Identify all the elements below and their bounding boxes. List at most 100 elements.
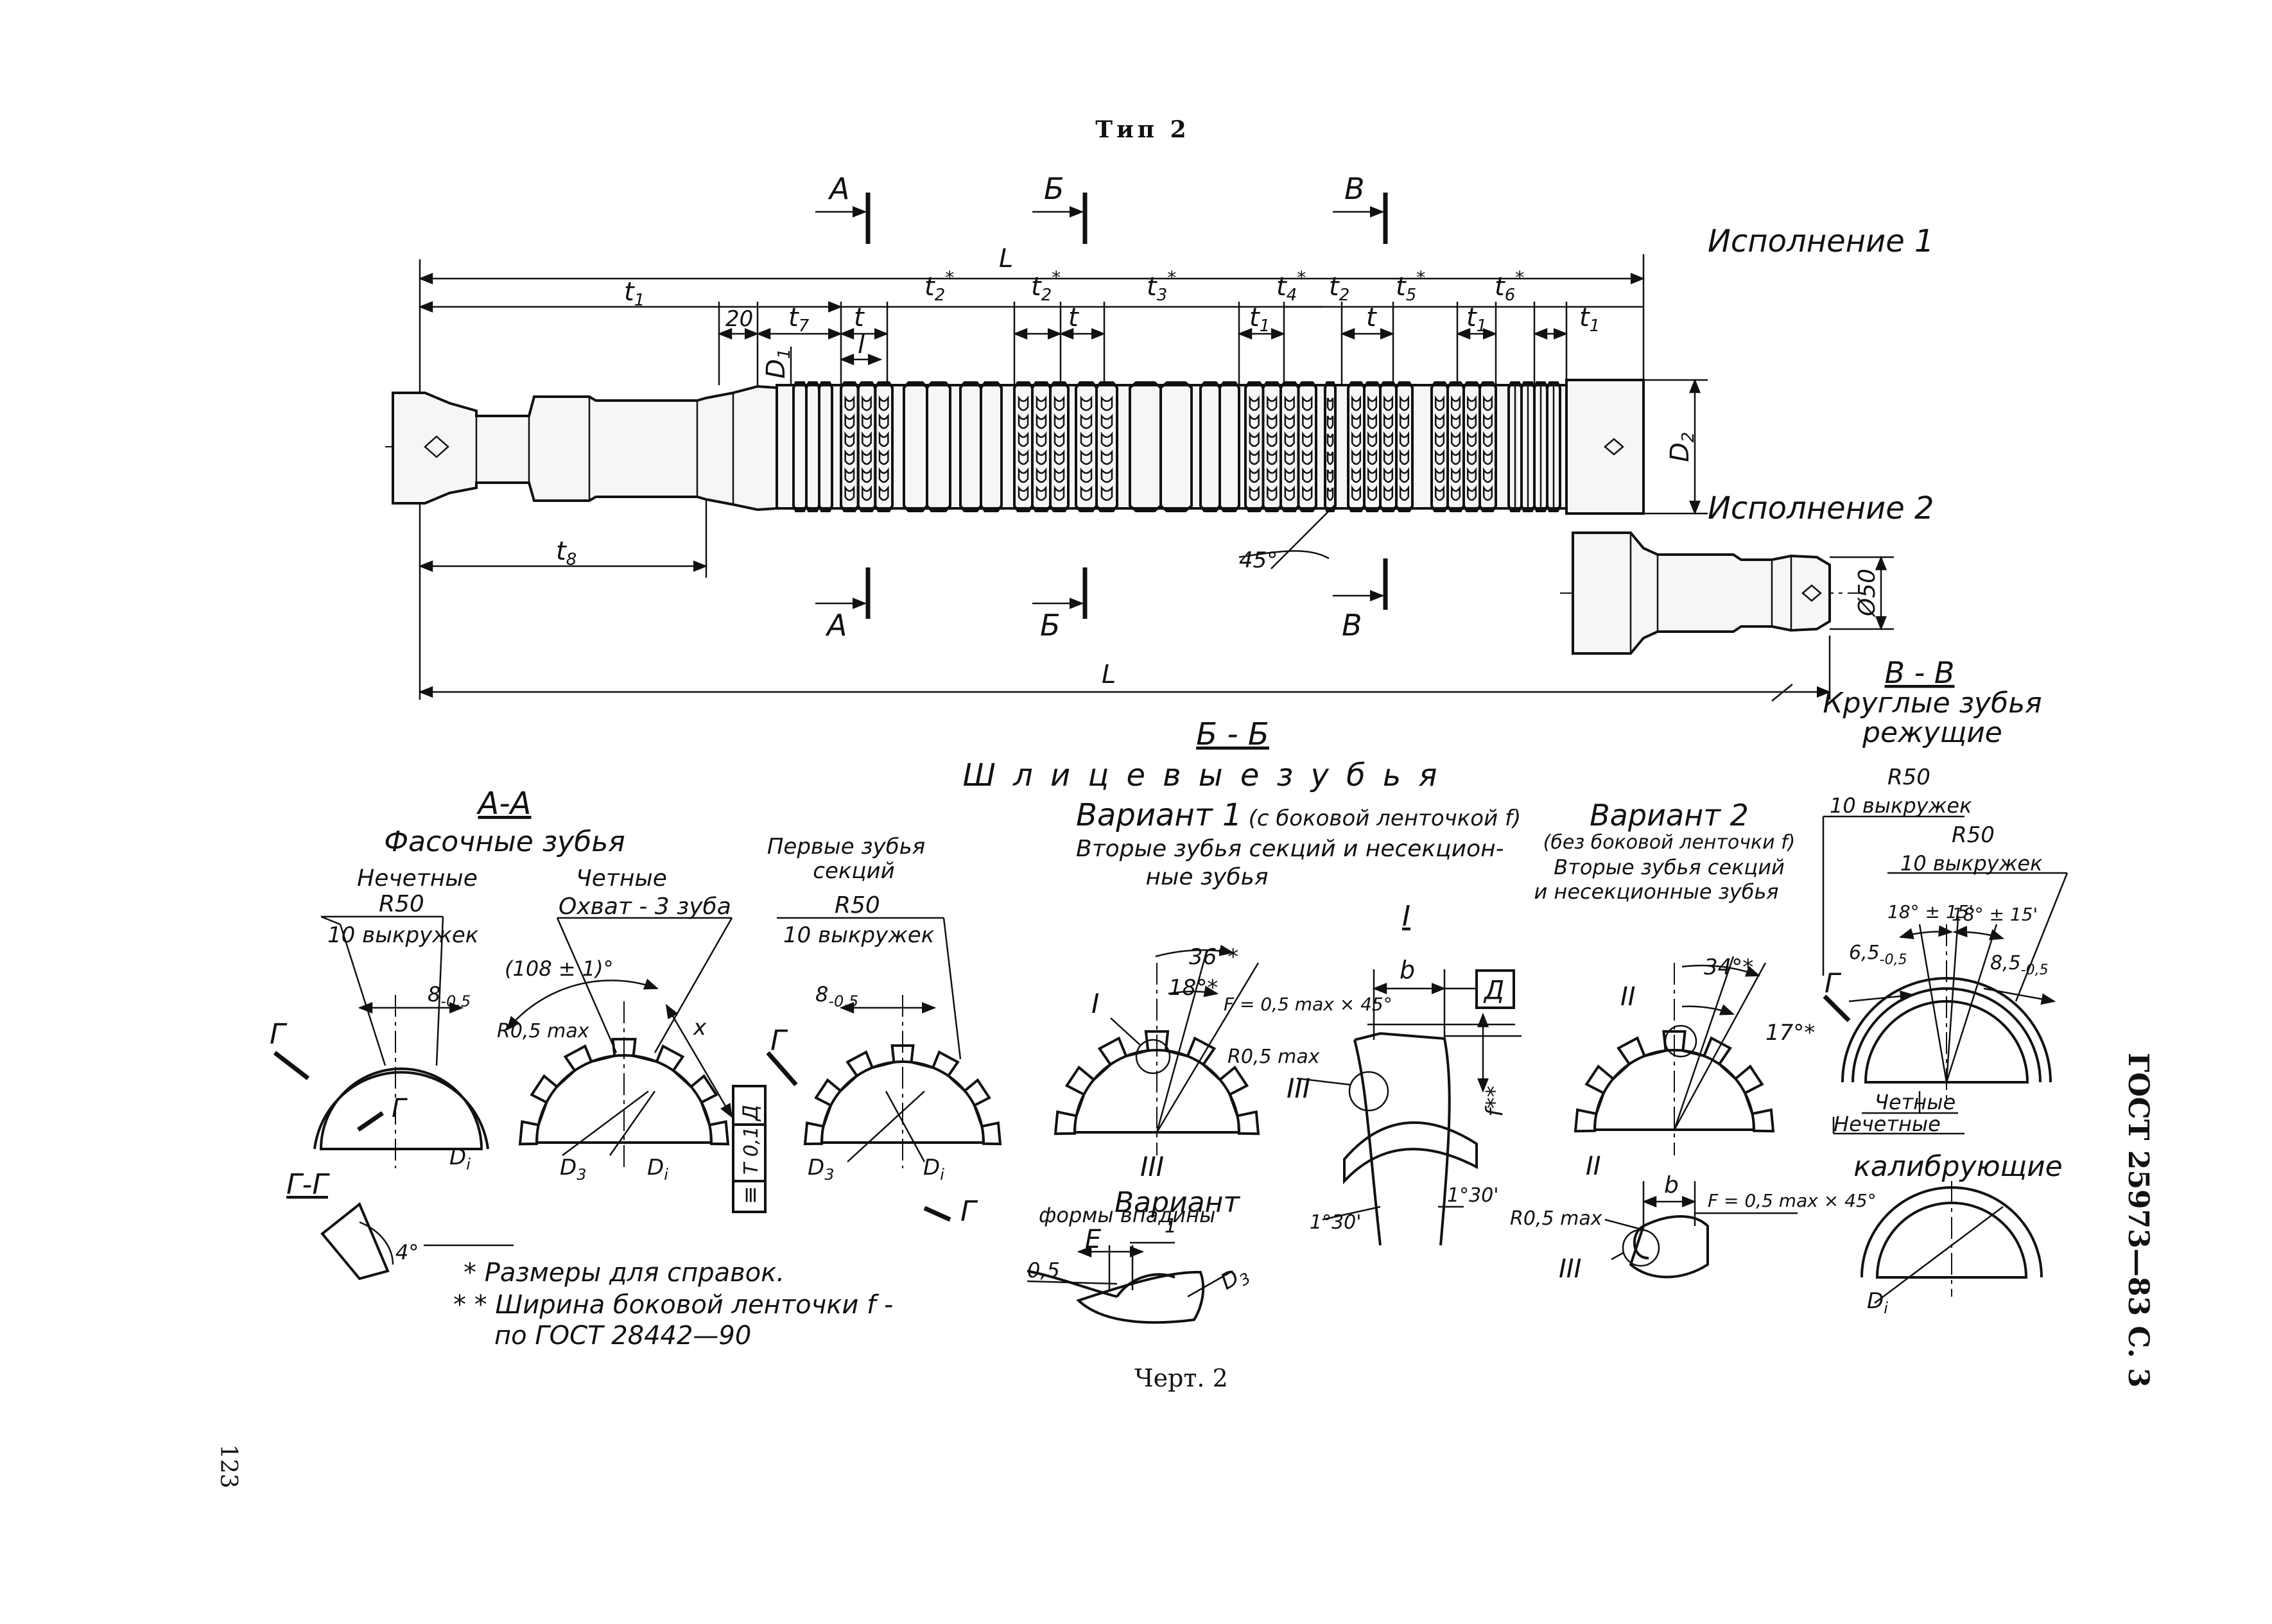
vv-r50b: R50	[1952, 822, 1995, 848]
dim-t1: t1	[624, 277, 645, 310]
dim-t-c: t	[1366, 303, 1377, 333]
first-di: Di	[923, 1155, 944, 1184]
aa-r05: R0,5 max	[497, 1020, 589, 1042]
section-mark-a-top: А	[828, 171, 849, 206]
section-mark-b-bottom: Б	[1040, 608, 1061, 643]
detail-II-profile	[1629, 1215, 1709, 1279]
dim-D2: D2	[1665, 432, 1698, 462]
vv-calib: калибрующие	[1853, 1150, 2063, 1183]
dim-L-bottom: L	[1102, 660, 1116, 689]
section-aa: А-А Фасочные зубья Нечетные Четные R50 1…	[270, 786, 767, 1213]
first-teeth-title-1: Первые зубья	[767, 834, 925, 860]
first-teeth-section: Первые зубья секций R50 10 выкружек 8-0,…	[766, 834, 1002, 1228]
section-vv-subtitle-1: Круглые зубья	[1823, 687, 2042, 720]
dim-t7: t7	[788, 303, 810, 336]
shape-variant-profile	[1076, 1270, 1205, 1324]
v1-mark-I: I	[1091, 988, 1099, 1019]
dim-l: l	[858, 330, 865, 359]
vv-profile	[1864, 1000, 2029, 1084]
aa-r50: R50	[379, 891, 424, 917]
broach-teeth	[792, 381, 1561, 512]
aa-angle: (108 ± 1)°	[505, 956, 614, 981]
aa-x: x	[693, 1015, 707, 1041]
aa-tolerance-frame	[732, 1085, 767, 1213]
first-r50: R50	[835, 892, 880, 919]
aa-tol-sym: ≡	[738, 1186, 763, 1205]
section-bb-title: Б - Б Ш л и ц е в ы е з у б ь я	[963, 716, 1437, 793]
aa-di-odd: Di	[449, 1145, 471, 1173]
v1-a18: 18°*	[1168, 975, 1218, 1001]
broach-tooth	[926, 381, 951, 512]
variant1-desc-2: ные зубья	[1145, 864, 1268, 890]
detail-I-profile	[1343, 1121, 1478, 1185]
broach-tooth	[1218, 381, 1240, 512]
dim-t2-star: t2*	[924, 267, 954, 305]
section-bb-variant-1: Вариант 1(с боковой ленточкой f) Вторые …	[1027, 797, 1521, 1324]
vv-a18a: 18° ± 15'	[1887, 901, 1973, 922]
dim-t2-star-b: t2*	[1031, 267, 1061, 305]
broach-teeth-body	[776, 384, 1645, 510]
notes: * Размеры для справок. * * Ширина боково…	[453, 1258, 893, 1351]
v2-a34: 34°*	[1704, 955, 1753, 980]
aa-g-left: Г	[270, 1018, 288, 1051]
first-g-left: Г	[770, 1024, 788, 1057]
detail-f: f**	[1482, 1085, 1508, 1117]
dim-t1-c: t1	[1579, 303, 1600, 336]
shape-variant-title: Вариант	[1114, 1186, 1240, 1219]
aa-odd-section	[319, 1067, 483, 1150]
section-bb-label: Б - Б	[1196, 716, 1269, 752]
variant1-title: Вариант 1(с боковой ленточкой f)	[1076, 797, 1521, 833]
dim-20: 20	[725, 306, 753, 332]
section-mark-v-top: В	[1344, 171, 1365, 206]
broach-main-view	[385, 379, 1645, 515]
main-view-labels: Исполнение 1 Исполнение 2 L t1 20 t7 t l…	[556, 223, 1934, 689]
broach-tooth	[1324, 381, 1337, 512]
vv-g: Г	[1825, 967, 1842, 999]
dim-t: t	[854, 303, 865, 333]
detail-III: III	[1287, 1073, 1310, 1104]
page-title: Тип 2	[1095, 116, 1190, 143]
v2-b: b	[1664, 1172, 1679, 1198]
note-2: * * Ширина боковой ленточки f -	[453, 1290, 893, 1320]
dim-chamfer-45: 45°	[1239, 548, 1278, 573]
variant2-desc-1: Вторые зубья секций	[1554, 855, 1785, 879]
broach-tooth	[1395, 381, 1414, 512]
aa-di-even: Di	[647, 1155, 668, 1184]
section-mark-a-bottom: А	[825, 608, 847, 643]
aa-width: 8-0,5	[428, 982, 471, 1010]
section-aa-even: Четные	[576, 865, 667, 892]
aa-grooves: 10 выкружек	[327, 922, 479, 948]
variant1-desc-1: Вторые зубья секций и несекцион-	[1076, 836, 1504, 862]
v1-mark-III: III	[1140, 1151, 1164, 1182]
shape-variant-subtitle: формы впадины	[1039, 1203, 1215, 1227]
broach-tooth	[980, 381, 1003, 512]
v1-a36: 36°*	[1189, 944, 1238, 970]
dim-t1-a: t1	[1249, 303, 1270, 336]
rear-shank-variant-2	[1560, 531, 1862, 655]
broach-shank	[392, 384, 778, 512]
first-grooves: 10 выкружек	[783, 922, 935, 948]
detail-a130r: 1°30'	[1447, 1184, 1499, 1207]
vv-even: Четные	[1875, 1090, 1955, 1114]
section-cut-marks: А Б В А Б В	[815, 171, 1388, 643]
dim-t1-b: t1	[1466, 303, 1487, 336]
detail-I-title: I	[1402, 900, 1410, 933]
aa-d3: D3	[560, 1155, 586, 1184]
dim-D1: D1	[761, 349, 794, 379]
gg-angle: 4°	[395, 1240, 419, 1265]
aa-tol-value: T 0,1	[740, 1126, 763, 1175]
broach-tooth	[1049, 381, 1070, 512]
v2-a17: 17°*	[1765, 1020, 1815, 1046]
page-number: 123	[215, 1444, 241, 1489]
variant2-title: Вариант 2	[1590, 798, 1749, 833]
shape-D3: D3	[1217, 1259, 1254, 1298]
vv-a18b: 18° ± 15'	[1952, 904, 2038, 925]
detail-F: F = 0,5 max × 45°	[1224, 994, 1392, 1015]
section-aa-odd: Нечетные	[357, 865, 478, 892]
broach-tooth	[818, 381, 833, 512]
broach-tooth	[874, 381, 894, 512]
standard-reference: ГОСТ 25973—83 С. 3	[2122, 1053, 2155, 1388]
broach-tooth	[1297, 381, 1317, 512]
vv-w85: 8,5-0,5	[1990, 952, 2049, 978]
